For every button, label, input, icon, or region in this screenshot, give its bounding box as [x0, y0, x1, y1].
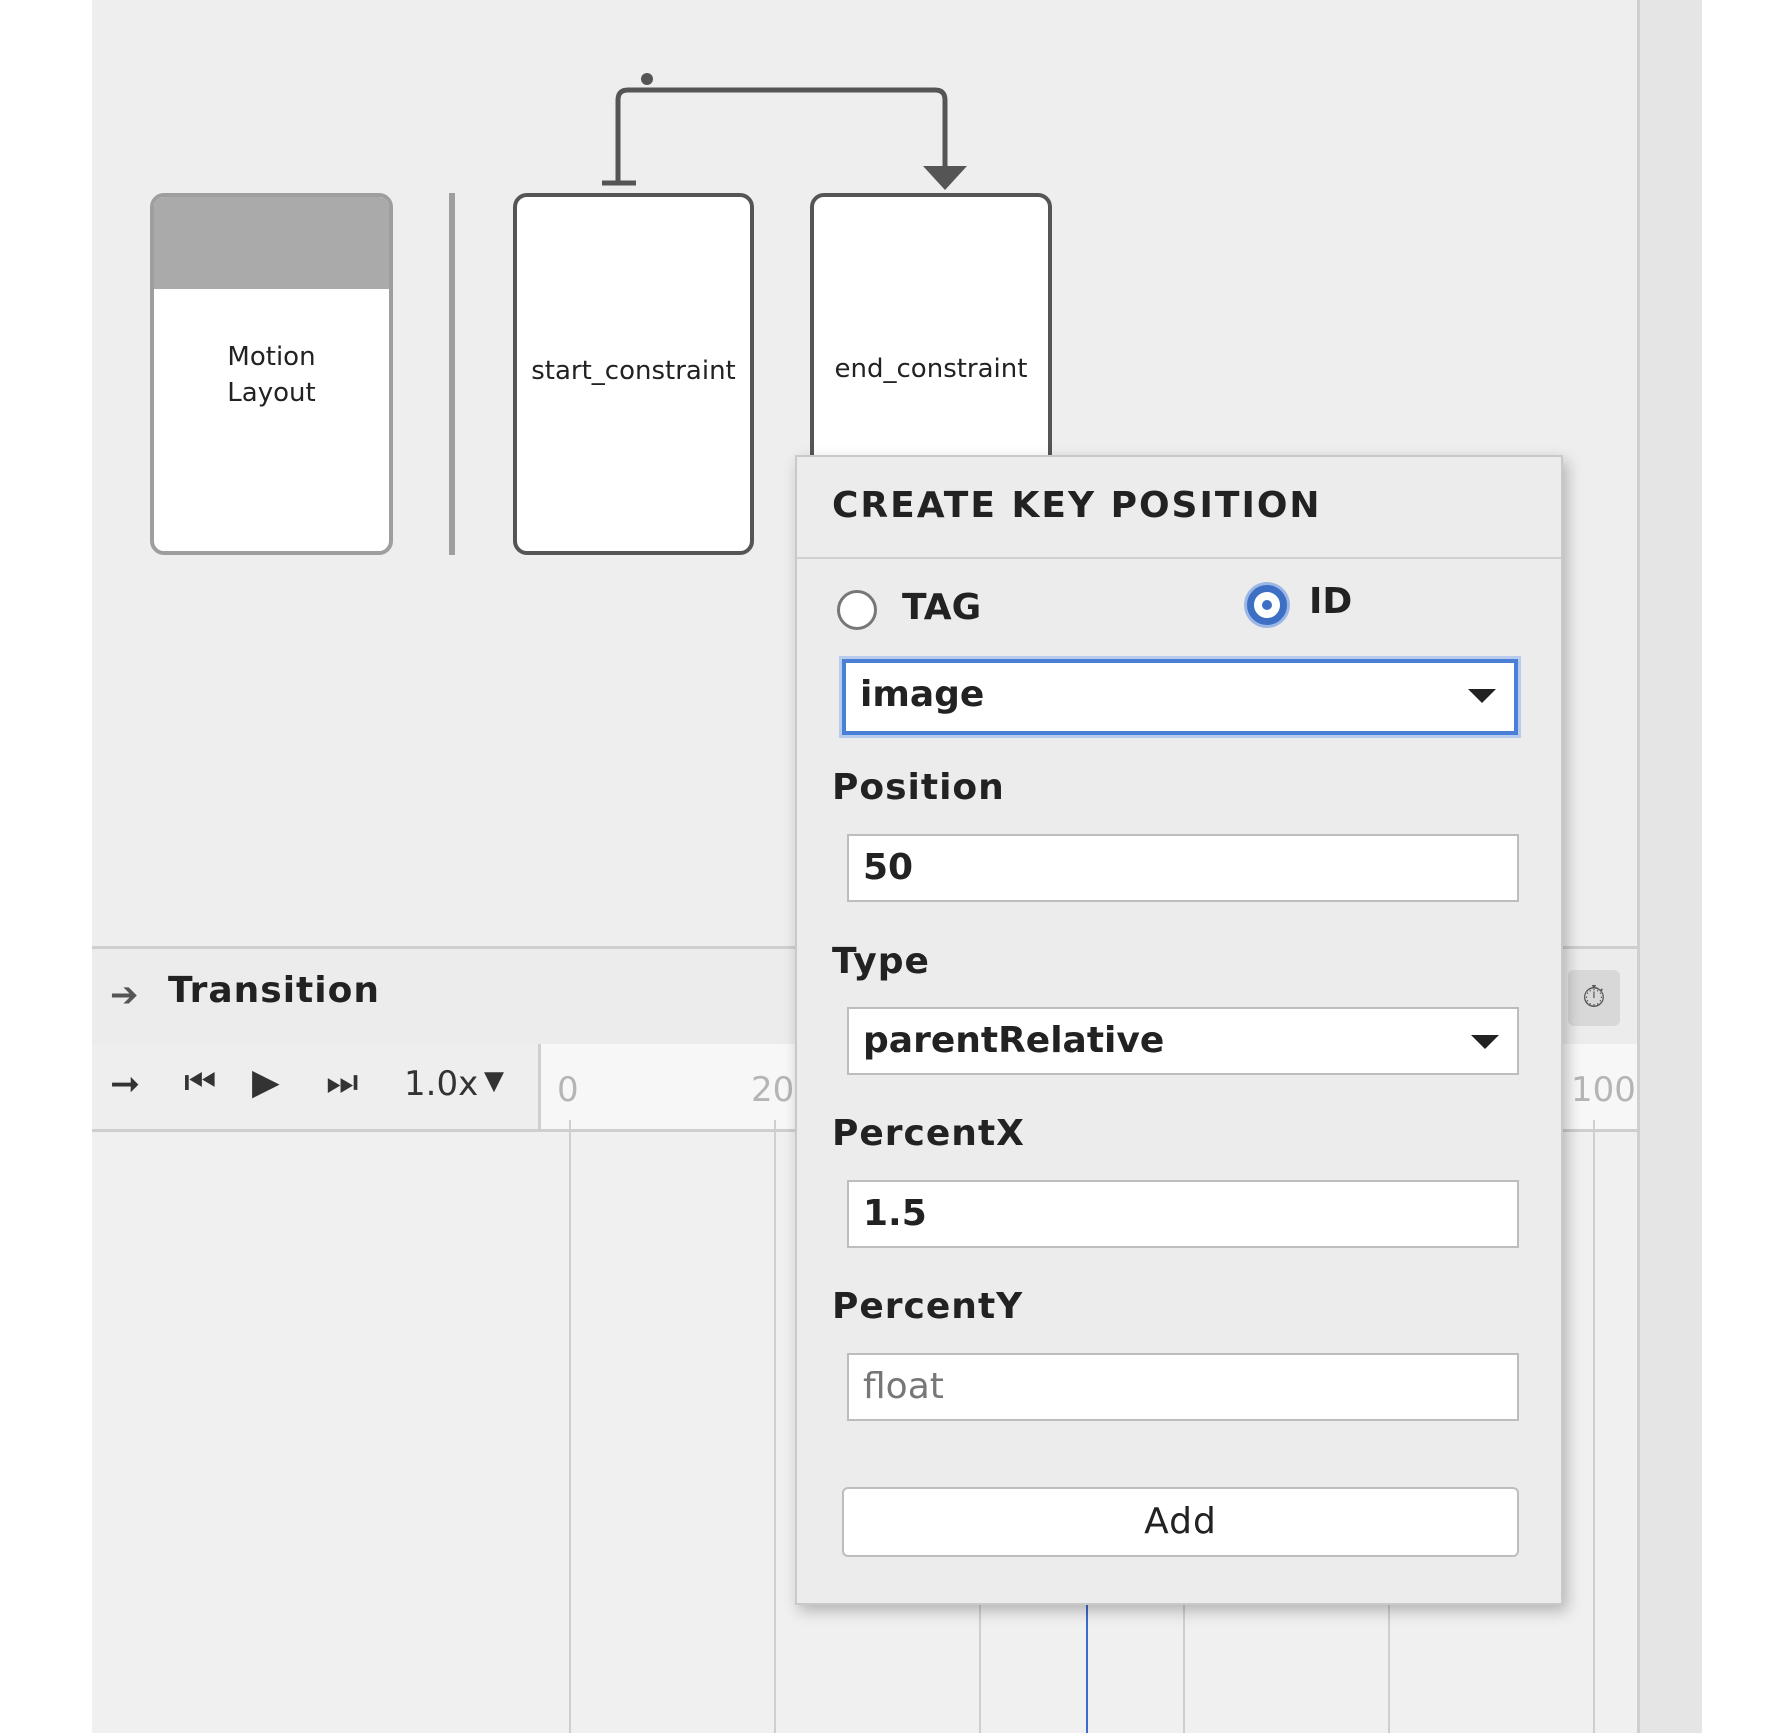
- transition-arrow-icon: ➔: [110, 975, 139, 1015]
- add-button[interactable]: Add: [842, 1487, 1519, 1557]
- motion-layout-label: Motion Layout: [227, 342, 316, 408]
- grid-line: [774, 1120, 776, 1733]
- grid-line: [1593, 1120, 1595, 1733]
- right-side-panel: [1637, 0, 1702, 1733]
- start-constraint-label: start_constraint: [531, 356, 736, 386]
- grid-line: [569, 1120, 571, 1733]
- transition-connector-arrow[interactable]: [0, 0, 1788, 300]
- id-select[interactable]: image: [842, 659, 1518, 735]
- position-value: 50: [863, 847, 914, 888]
- create-keyframe-timer-icon[interactable]: ⏱: [1568, 970, 1620, 1026]
- tick-label-0: 0: [557, 1070, 579, 1110]
- transition-title: Transition: [168, 970, 380, 1011]
- skip-to-end-icon[interactable]: ⏭: [326, 1062, 359, 1103]
- graph-divider: [449, 193, 455, 555]
- playhead[interactable]: [1086, 1605, 1088, 1733]
- skip-to-start-icon[interactable]: ⏮: [184, 1062, 217, 1103]
- percenty-label: PercentY: [832, 1286, 1024, 1327]
- end-constraint-label: end_constraint: [834, 354, 1028, 384]
- loop-mode-icon[interactable]: ➞: [110, 1064, 141, 1105]
- percentx-input[interactable]: 1.5: [847, 1180, 1519, 1248]
- tag-radio[interactable]: [837, 590, 877, 630]
- chevron-down-icon: [1468, 689, 1496, 703]
- type-label: Type: [832, 941, 930, 982]
- connector-start-dot: [641, 73, 653, 85]
- type-select[interactable]: parentRelative: [847, 1007, 1519, 1075]
- position-input[interactable]: 50: [847, 834, 1519, 902]
- position-label: Position: [832, 767, 1005, 808]
- motion-layout-node-header: [154, 197, 389, 289]
- percentx-value: 1.5: [863, 1193, 927, 1234]
- motion-layout-node[interactable]: Motion Layout: [150, 193, 393, 555]
- connector-path: [615, 87, 948, 183]
- id-radio-label[interactable]: ID: [1309, 581, 1353, 622]
- connector-arrowhead: [923, 166, 967, 190]
- type-select-value: parentRelative: [863, 1020, 1165, 1061]
- playback-controls: ➞ ⏮ ▶ ⏭ 1.0x ▼: [92, 1044, 538, 1132]
- id-radio[interactable]: [1247, 585, 1287, 625]
- speed-selector[interactable]: 1.0x: [404, 1064, 479, 1104]
- create-key-position-dialog: CREATE KEY POSITION TAG ID image Positio…: [795, 455, 1563, 1605]
- tick-label-20: 20: [751, 1070, 795, 1110]
- percenty-placeholder: float: [863, 1366, 944, 1407]
- percentx-label: PercentX: [832, 1113, 1025, 1154]
- tick-label-100: 100: [1571, 1070, 1636, 1110]
- id-select-value: image: [860, 674, 985, 715]
- percenty-input[interactable]: float: [847, 1353, 1519, 1421]
- chevron-down-icon: [1471, 1035, 1499, 1049]
- start-constraint-node[interactable]: start_constraint: [513, 193, 754, 555]
- tag-radio-label[interactable]: TAG: [902, 587, 982, 628]
- speed-dropdown-icon[interactable]: ▼: [484, 1066, 504, 1096]
- dialog-title-separator: [797, 557, 1561, 559]
- play-icon[interactable]: ▶: [252, 1062, 280, 1103]
- dialog-title: CREATE KEY POSITION: [832, 485, 1322, 526]
